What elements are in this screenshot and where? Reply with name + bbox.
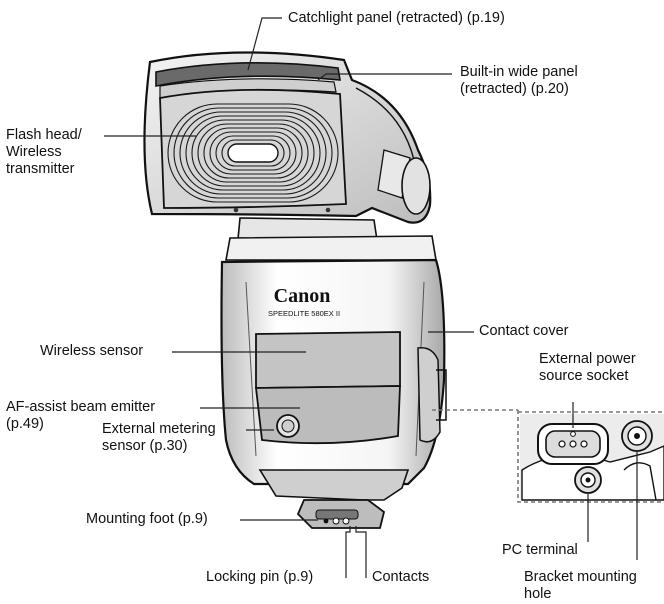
label-bracket-mounting-hole: Bracket mounting hole: [524, 569, 637, 602]
label-pc-terminal: PC terminal: [502, 542, 578, 558]
terminal-inset: [432, 409, 664, 503]
label-af-assist-emitter: AF-assist beam emitter (p.49): [6, 399, 156, 432]
model-name: SPEEDLITE 580EX II: [268, 309, 340, 318]
fresnel-lens: [159, 88, 347, 213]
label-external-power-socket: External power source socket: [539, 351, 636, 384]
label-mounting-foot: Mounting foot (p.9): [86, 511, 208, 527]
leader-lines: [104, 17, 638, 578]
label-wide-panel: Built-in wide panel (retracted) (p.20): [460, 64, 578, 97]
brand-logo: Canon: [274, 285, 331, 307]
label-contact-cover: Contact cover: [479, 323, 569, 339]
sensor-window: [254, 331, 401, 445]
mounting-foot: [296, 499, 386, 529]
label-external-metering-sensor: External metering sensor (p.30): [102, 421, 216, 454]
label-catchlight-panel: Catchlight panel (retracted) (p.19): [288, 10, 505, 26]
catchlight-panel-slot: [155, 62, 341, 99]
label-flash-head: Flash head/ Wireless transmitter: [6, 127, 82, 177]
label-contacts: Contacts: [372, 569, 430, 585]
label-locking-pin: Locking pin (p.9): [206, 569, 314, 585]
contact-cover: [417, 347, 441, 443]
label-wireless-sensor: Wireless sensor: [40, 343, 144, 359]
